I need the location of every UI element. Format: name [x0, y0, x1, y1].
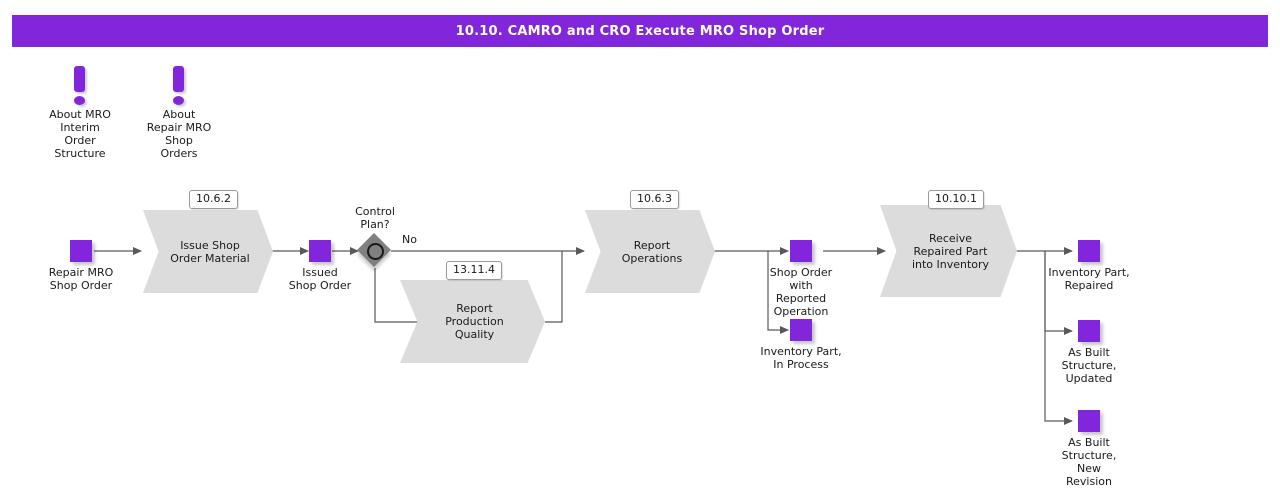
edge-report-production-quality-merge [545, 251, 563, 323]
process-label: Report Production Quality [445, 302, 504, 341]
process-issue-shop-order-material[interactable]: Issue Shop Order Material [143, 210, 273, 293]
process-ref-report-production-quality[interactable]: 13.11.4 [446, 261, 502, 280]
data-object-as-built-structure-new-revision[interactable]: As Built Structure, New Revision [1045, 410, 1133, 488]
data-object-as-built-structure-updated[interactable]: As Built Structure, Updated [1045, 320, 1133, 385]
process-report-operations[interactable]: Report Operations [585, 210, 715, 293]
process-ref-report-operations[interactable]: 10.6.3 [630, 190, 679, 209]
exclamation-icon [74, 66, 86, 105]
data-object-shop-order-with-reported-operation[interactable]: Shop Order with Reported Operation [757, 240, 845, 318]
process-receive-repaired-part-into-inventory[interactable]: Receive Repaired Part into Inventory [880, 205, 1017, 297]
process-ref-issue-shop-order-material[interactable]: 10.6.2 [189, 190, 238, 209]
annotation-about-repair-mro-shop-orders[interactable]: About Repair MRO Shop Orders [131, 66, 227, 160]
page-title: 10.10. CAMRO and CRO Execute MRO Shop Or… [455, 23, 825, 39]
data-object-icon [1078, 320, 1100, 342]
data-object-label: Inventory Part, Repaired [1048, 266, 1130, 292]
process-label: Issue Shop Order Material [170, 238, 250, 265]
process-report-production-quality[interactable]: Report Production Quality [400, 280, 545, 363]
page-title-bar: 10.10. CAMRO and CRO Execute MRO Shop Or… [12, 15, 1268, 47]
data-object-icon [309, 240, 331, 262]
data-object-label: As Built Structure, Updated [1061, 346, 1117, 385]
data-object-icon [70, 240, 92, 262]
annotation-label: About Repair MRO Shop Orders [146, 108, 212, 160]
data-object-icon [1078, 410, 1100, 432]
data-object-label: Shop Order with Reported Operation [769, 266, 833, 318]
data-object-label: As Built Structure, New Revision [1061, 436, 1117, 488]
annotation-about-mro-interim-order-structure[interactable]: About MRO Interim Order Structure [32, 66, 128, 160]
data-object-repair-mro-shop-order[interactable]: Repair MRO Shop Order [37, 240, 125, 292]
process-label: Report Operations [621, 238, 683, 265]
process-label: Receive Repaired Part into Inventory [911, 231, 990, 271]
data-object-inventory-part-repaired[interactable]: Inventory Part, Repaired [1045, 240, 1133, 292]
data-object-icon [790, 240, 812, 262]
process-ref-receive-repaired-part-into-inventory[interactable]: 10.10.1 [928, 190, 984, 209]
data-object-label: Repair MRO Shop Order [48, 266, 114, 292]
gateway-label-control-plan: Control Plan? [355, 205, 395, 231]
edge-label-no: No [402, 233, 417, 246]
annotation-label: About MRO Interim Order Structure [49, 108, 111, 160]
gateway-ring-icon [367, 243, 384, 260]
data-object-issued-shop-order[interactable]: Issued Shop Order [276, 240, 364, 292]
data-object-inventory-part-in-process[interactable]: Inventory Part, In Process [757, 319, 845, 371]
exclamation-icon [173, 66, 185, 105]
gateway-control-plan[interactable] [357, 233, 392, 268]
data-object-icon [790, 319, 812, 341]
data-object-icon [1078, 240, 1100, 262]
data-object-label: Inventory Part, In Process [760, 345, 842, 371]
data-object-label: Issued Shop Order [288, 266, 352, 292]
